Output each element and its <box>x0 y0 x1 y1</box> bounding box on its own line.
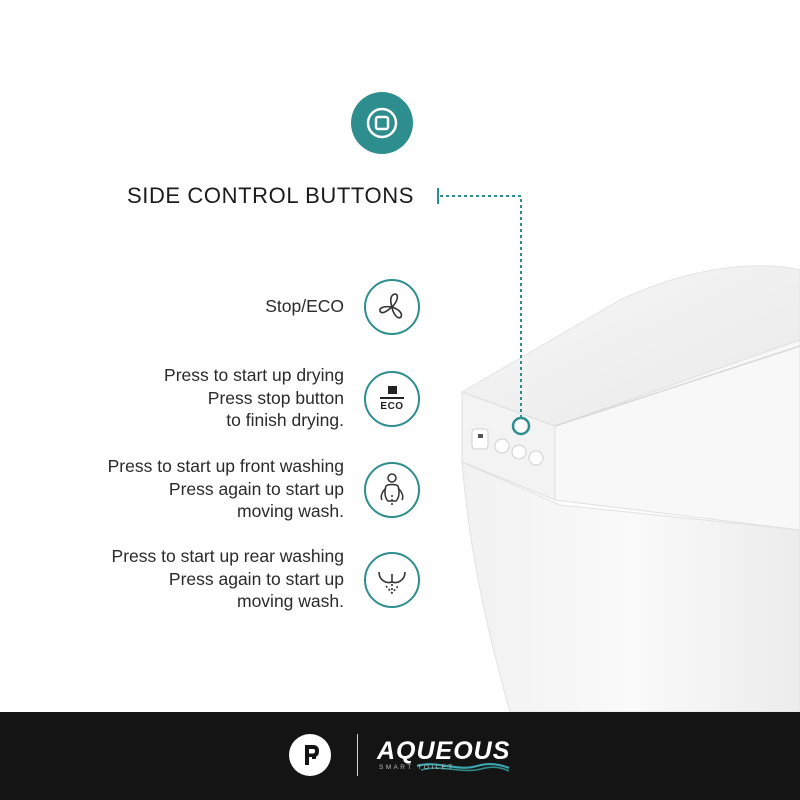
stop-square-icon <box>366 107 398 139</box>
feature-line: Press to start up front washing <box>107 456 344 476</box>
feature-line: moving wash. <box>237 591 344 611</box>
feature-line: Press again to start up <box>168 478 344 499</box>
fan-icon <box>364 279 420 335</box>
wave-icon <box>416 762 510 772</box>
footer-bar <box>0 712 800 800</box>
stop-badge <box>351 92 413 154</box>
eco-label: ECO <box>380 400 404 412</box>
toilet-illustration <box>437 188 800 712</box>
brand-name: AQUEOUS <box>377 737 511 765</box>
feature-stop-eco-text: Stop/ECO <box>265 295 344 318</box>
feature-line: Press again to start up <box>168 568 344 589</box>
feature-line: to finish drying. <box>226 410 344 430</box>
feature-dry-text: Press to start up drying Press stop butt… <box>164 364 344 432</box>
rear-wash-icon <box>364 552 420 608</box>
front-wash-icon <box>364 462 420 518</box>
footer-divider <box>357 734 358 776</box>
brand-tagline: SMART TOILET <box>379 764 455 771</box>
feature-line: Press stop button <box>207 387 344 408</box>
feature-line: moving wash. <box>237 501 344 521</box>
feature-front-wash-text: Press to start up front washing Press ag… <box>108 455 344 523</box>
section-title: SIDE CONTROL BUTTONS <box>126 183 414 208</box>
eco-dry-icon: ECO <box>364 371 420 427</box>
f-logo <box>289 734 331 776</box>
feature-line: Stop/ECO <box>265 296 344 316</box>
feature-line: Press to start up drying <box>164 365 344 385</box>
feature-line: Press to start up rear washing <box>111 546 344 566</box>
feature-rear-wash-text: Press to start up rear washing Press aga… <box>112 545 344 613</box>
product-image-area: SIDE CONTROL BUTTONS Stop/ECO Press to s… <box>107 92 800 712</box>
